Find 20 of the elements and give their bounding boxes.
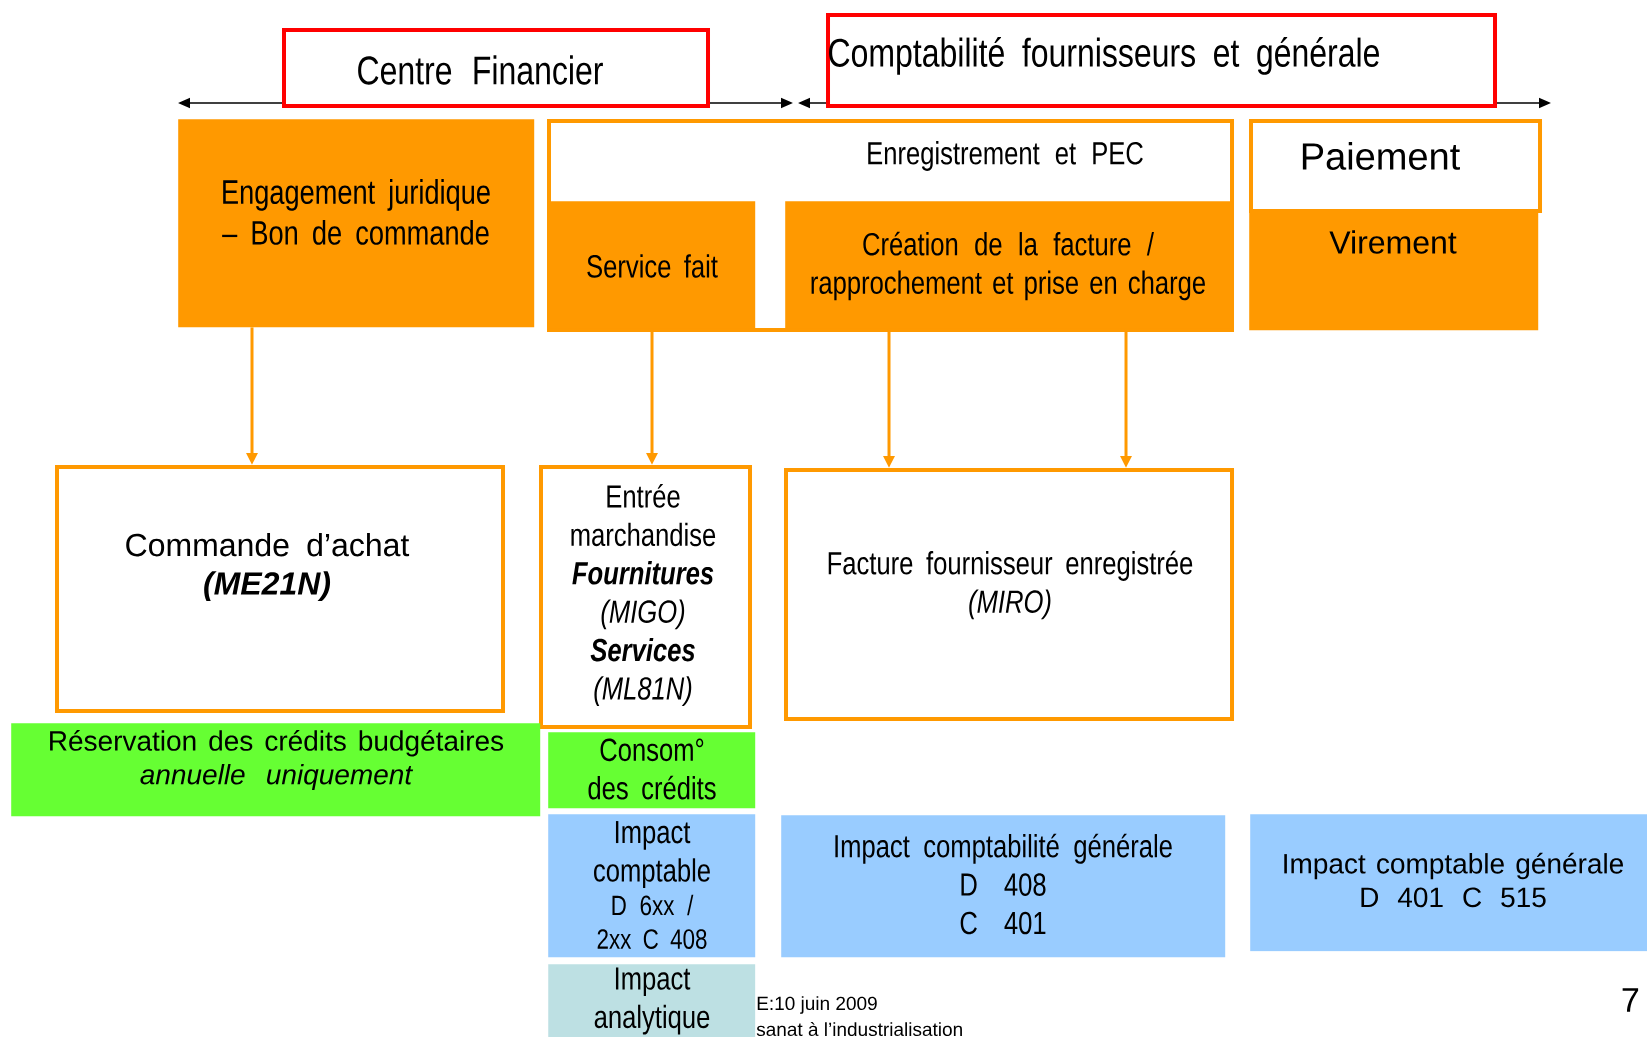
node-label: Création de la facture / rapprochement et prise en charge bbox=[811, 231, 1205, 301]
budget-box: Réservation des crédits budgétaires annuelle uniquement bbox=[11, 723, 541, 817]
accounting-box: Impact comptabilité générale D 408 C 401 bbox=[781, 815, 1226, 958]
budget-box: Consom° des crédits bbox=[548, 732, 756, 809]
process-box: Engagement juridique – Bon de commande bbox=[178, 119, 535, 328]
accounting-box: Impact comptable D 6xx / 2xx C 408 bbox=[548, 814, 756, 958]
page-number: 7 bbox=[1622, 988, 1639, 1012]
process-box: Paiement bbox=[1249, 119, 1542, 213]
node-label: Service fait bbox=[587, 254, 718, 278]
transaction-box: Commande d’achat (ME21N) bbox=[55, 465, 505, 713]
transaction-box: Facture fournisseur enregistrée (MIRO) bbox=[784, 468, 1234, 721]
analytics-box: Impact analytique bbox=[548, 964, 756, 1037]
process-box: Virement bbox=[1249, 209, 1539, 331]
accounting-box: Impact comptable générale D 401 C 515 bbox=[1250, 814, 1647, 952]
process-box: Création de la facture / rapprochement et prise en charge bbox=[785, 201, 1233, 329]
node-label: Virement bbox=[1329, 230, 1457, 254]
footer-text: E:10 juin 2009 bbox=[757, 996, 877, 1014]
heading-box: Centre Financier bbox=[282, 28, 710, 108]
process-box: Service fait bbox=[547, 201, 756, 329]
transaction-box: Entrée marchandise Fournitures (MIGO) Services (ML81N) bbox=[539, 465, 752, 729]
